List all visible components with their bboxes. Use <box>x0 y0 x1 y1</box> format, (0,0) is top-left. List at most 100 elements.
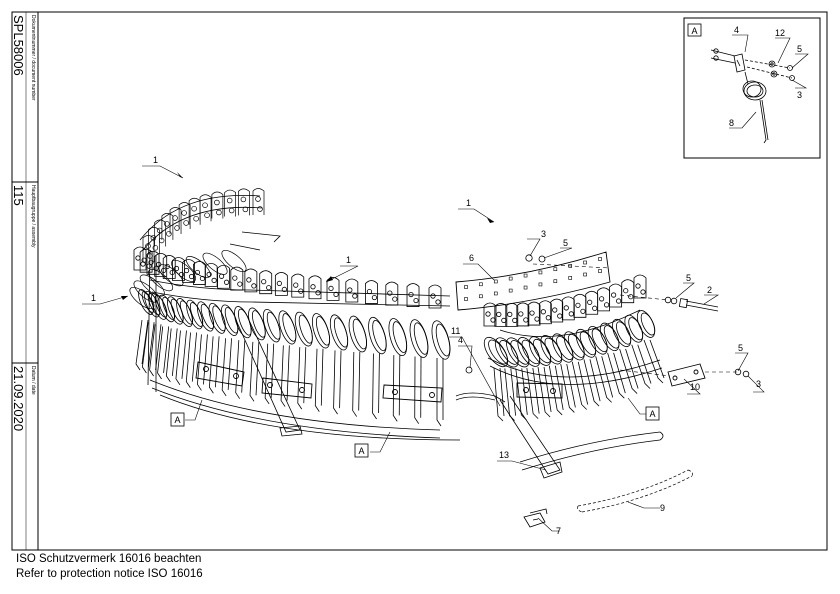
plate-hole <box>493 291 498 296</box>
tine-holder-plate <box>244 268 258 293</box>
tine-wire-back <box>510 368 516 416</box>
back-plate-hole <box>145 243 151 249</box>
tine-coil-inner <box>224 307 239 334</box>
holder-bolt <box>161 267 167 274</box>
tine-wire-back <box>649 339 665 379</box>
tine-coil-inner <box>298 314 313 344</box>
tine-wire-back <box>163 326 170 374</box>
back-plate-hole <box>191 205 197 212</box>
bolt-washers <box>465 254 750 378</box>
callout-4-detail: 4 <box>734 25 739 35</box>
holder-bolt <box>266 285 272 291</box>
tine-wire <box>372 353 377 420</box>
back-plate-segment <box>169 207 182 235</box>
back-tine-coil <box>129 286 155 310</box>
holder-bolt <box>496 311 502 318</box>
tine-coil <box>483 336 509 368</box>
tine-holder-plate <box>406 283 420 307</box>
part-9-tube <box>577 469 693 513</box>
part-2-bolt <box>678 298 719 312</box>
tine-holder-plate <box>550 298 564 323</box>
left-rake-back-plate <box>129 188 265 310</box>
assembly-number: 115 <box>11 185 26 206</box>
callout-11: 11 <box>451 326 460 336</box>
tine-coil-inner <box>499 340 519 365</box>
detail-spring-tine <box>733 53 769 144</box>
tine-coil-inner <box>413 322 429 355</box>
tine-coil-inner <box>315 316 331 346</box>
tine-wire-back <box>577 361 589 405</box>
callout-9: 9 <box>660 503 665 513</box>
holder-bolt <box>616 298 622 304</box>
holder-bolt <box>408 291 414 298</box>
reference-a-tags <box>170 406 660 458</box>
detail-leaders <box>729 34 809 129</box>
tine-wire <box>414 356 420 424</box>
tine-coil-inner <box>238 308 252 336</box>
tine-wire <box>249 341 255 402</box>
tine-coil-inner <box>591 328 608 353</box>
tine-holder-plate <box>365 280 378 304</box>
document-number-label: Dokumentnummer / document number <box>30 15 36 101</box>
holder-bolt <box>623 288 629 294</box>
tine-wire <box>392 355 398 422</box>
part-10-plate <box>667 363 706 387</box>
tine-coil-inner <box>333 317 349 348</box>
tine-coil-inner <box>147 293 161 316</box>
tine-wire-back <box>148 322 155 368</box>
tine-wire-back <box>554 365 564 410</box>
reference-a-tag-1: A <box>174 415 180 425</box>
tine-wire-back <box>141 319 149 365</box>
tine-wire <box>548 365 563 416</box>
tine-wire-back <box>378 353 380 413</box>
holder-bolt <box>232 275 238 281</box>
holder-bolt <box>557 313 563 319</box>
tine-wire-back <box>303 347 307 404</box>
callout-1-left: 1 <box>91 293 96 303</box>
tine-wire-back <box>203 334 208 385</box>
plate-hole <box>523 285 528 290</box>
back-plate-hole <box>164 221 170 227</box>
holder-bolt <box>523 317 529 323</box>
right-rake-tines <box>483 310 665 422</box>
drawing-frame <box>11 11 828 551</box>
tine-coil-inner <box>616 321 632 345</box>
back-plate-segment <box>199 194 212 222</box>
holder-bolt <box>366 288 373 295</box>
tine-wire-back <box>286 345 290 401</box>
tine-wire-back <box>601 356 614 398</box>
holder-bolt <box>563 305 569 311</box>
holder-bolt <box>540 309 546 315</box>
tine-holder-plate <box>527 301 541 326</box>
tine-wire-back <box>358 351 361 411</box>
tine-wire <box>185 332 191 388</box>
tine-wire-back <box>320 348 324 406</box>
holder-bolt <box>518 311 524 317</box>
tine-coil <box>552 333 574 363</box>
holder-bolt <box>599 296 605 302</box>
tine-holder-plate <box>385 281 399 306</box>
plate-hole <box>538 270 543 275</box>
callout-3-detail: 3 <box>797 90 802 100</box>
holder-bolt <box>529 310 535 316</box>
tine-wire <box>280 345 286 407</box>
date-label: Datum / date <box>30 366 36 395</box>
tine-wire-back <box>589 359 601 402</box>
holder-bolt <box>223 279 230 285</box>
back-tine-coil <box>221 249 247 273</box>
holder-bolt <box>251 283 257 289</box>
back-plate-hole <box>181 210 187 216</box>
tine-wire-back <box>613 352 626 394</box>
holder-bolt <box>281 286 287 293</box>
tine-wire <box>436 358 442 427</box>
holder-bolt <box>580 308 586 314</box>
tine-coil <box>431 320 451 360</box>
plate-hole <box>508 276 513 281</box>
back-tine-coil <box>148 269 174 292</box>
tine-holder-plate <box>538 300 552 325</box>
callout-5-lower: 5 <box>738 343 743 353</box>
tine-coil <box>612 318 632 348</box>
callout-7: 7 <box>556 526 561 536</box>
plate-hole <box>553 267 558 272</box>
